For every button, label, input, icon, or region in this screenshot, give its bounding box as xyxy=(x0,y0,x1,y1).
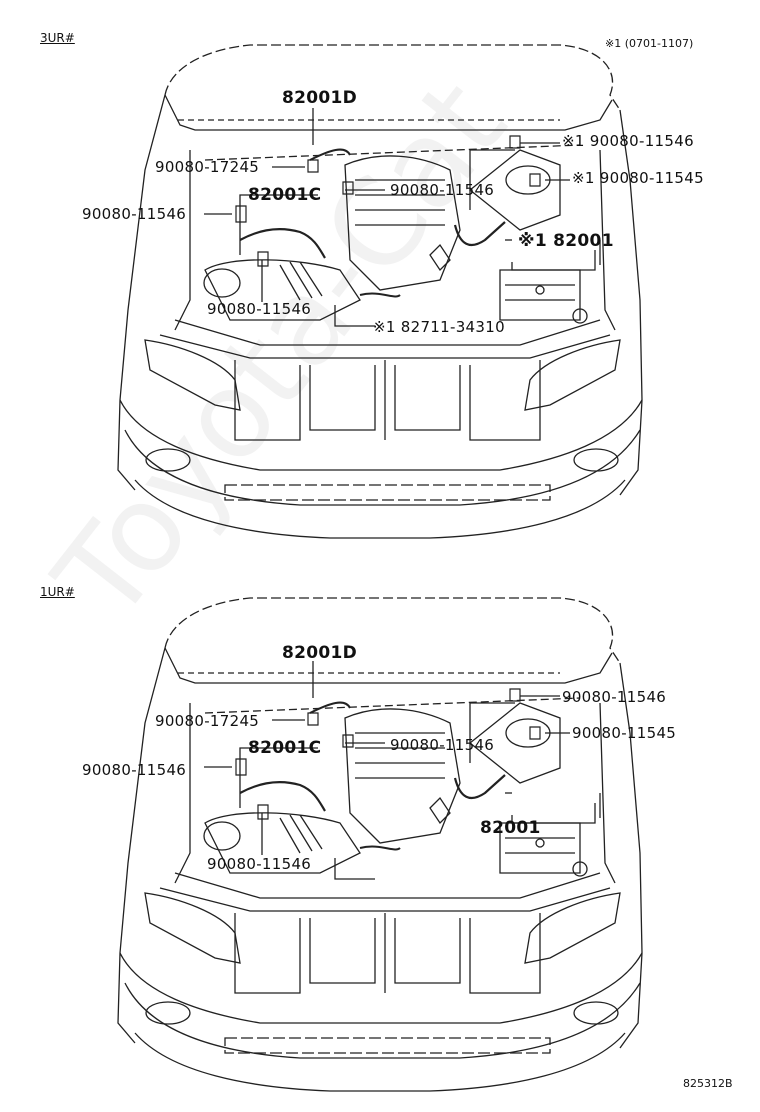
section-title-1ur: 1UR# xyxy=(40,585,75,599)
section-title-3ur: 3UR# xyxy=(40,31,75,45)
part-label-82001[interactable]: ※1 82001 xyxy=(518,231,614,251)
part-label-90080-11546-top-b[interactable]: 90080-11546 xyxy=(562,688,667,706)
part-label-90080-11546-mid-b[interactable]: 90080-11546 xyxy=(390,736,495,754)
part-label-82001C-b[interactable]: 82001C xyxy=(248,738,322,758)
model-year-note: ※1 (0701-1107) xyxy=(605,37,694,50)
part-label-90080-11546-mid[interactable]: 90080-11546 xyxy=(390,181,495,199)
part-label-82001-b[interactable]: 82001 xyxy=(480,818,541,838)
part-label-90080-11546-left-b[interactable]: 90080-11546 xyxy=(82,761,187,779)
part-label-90080-17245[interactable]: 90080-17245 xyxy=(155,158,260,176)
part-label-90080-11546-top[interactable]: ※1 90080-11546 xyxy=(562,132,694,150)
part-label-90080-11545-b[interactable]: 90080-11545 xyxy=(572,724,677,742)
part-label-90080-11546-low-b[interactable]: 90080-11546 xyxy=(207,855,312,873)
part-label-90080-11545[interactable]: ※1 90080-11545 xyxy=(572,169,704,187)
part-label-82711-34310[interactable]: ※1 82711-34310 xyxy=(373,318,505,336)
part-label-82001D[interactable]: 82001D xyxy=(282,88,358,108)
part-label-90080-17245-b[interactable]: 90080-17245 xyxy=(155,712,260,730)
part-label-82001D-b[interactable]: 82001D xyxy=(282,643,358,663)
part-label-90080-11546-left[interactable]: 90080-11546 xyxy=(82,205,187,223)
part-label-82001C[interactable]: 82001C xyxy=(248,185,322,205)
part-label-90080-11546-low[interactable]: 90080-11546 xyxy=(207,300,312,318)
figure-id: 825312B xyxy=(683,1077,733,1090)
